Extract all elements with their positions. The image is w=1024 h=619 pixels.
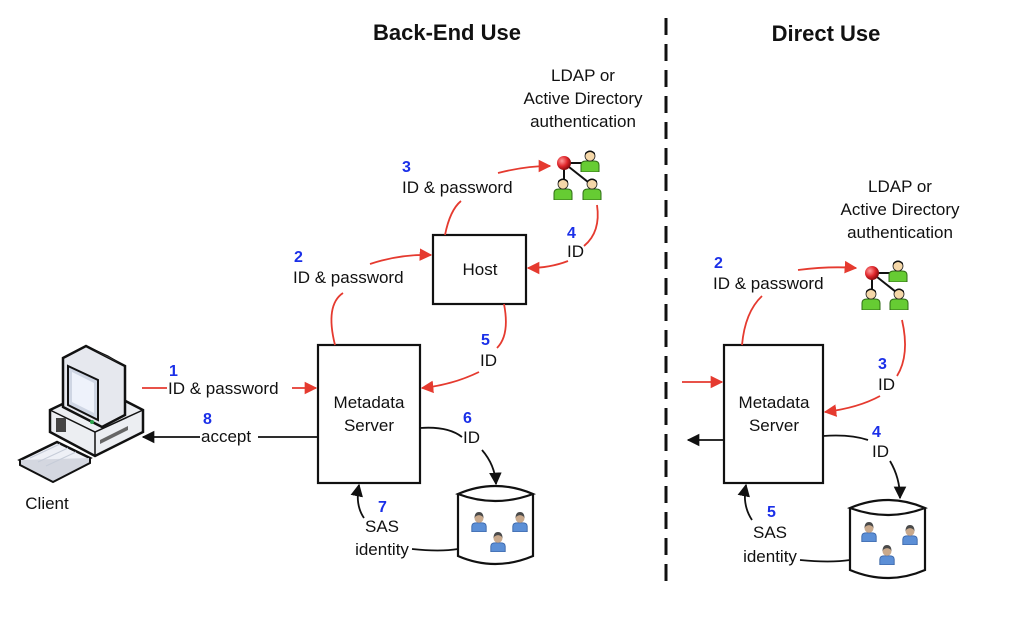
- step3-arrow-head: [497, 159, 552, 174]
- step6-number: 6: [463, 410, 472, 427]
- identity-database-icon: [847, 498, 928, 580]
- direct-step2-arrow-tail: [741, 295, 763, 346]
- direct-section-title: Direct Use: [772, 21, 881, 46]
- direct-step3-label: ID: [878, 375, 895, 394]
- ldap-users-icon: [861, 260, 909, 310]
- step5-arrow-tail: [496, 303, 507, 349]
- direct-metadata-server-box: [722, 343, 825, 485]
- direct-step5-label-2: identity: [743, 547, 797, 566]
- direct-ldap-label-3: authentication: [847, 223, 953, 242]
- backend-section-title: Back-End Use: [373, 20, 521, 45]
- step6-label: ID: [463, 428, 480, 447]
- step6-arrow-tail: [419, 426, 463, 438]
- step2-number: 2: [294, 249, 303, 266]
- step4-number: 4: [567, 225, 576, 242]
- step4-label: ID: [567, 242, 584, 261]
- direct-step4-number: 4: [872, 424, 881, 441]
- host-box: [431, 233, 528, 306]
- step7-arrow-tail: [411, 548, 459, 552]
- step7-label-1: SAS: [365, 517, 399, 536]
- direct-step3-number: 3: [878, 356, 887, 373]
- backend-ldap-label-2: Active Directory: [523, 89, 643, 108]
- step8-label: accept: [201, 427, 251, 446]
- direct-step3-arrow-tail: [896, 319, 906, 377]
- step4-arrow-head: [526, 260, 569, 275]
- direct-step3-arrow-head: [823, 395, 881, 417]
- step7-number: 7: [378, 499, 387, 516]
- step3-label: ID & password: [402, 178, 513, 197]
- step6-arrow-head: [481, 449, 502, 486]
- step5-arrow-head: [420, 371, 480, 394]
- direct-step4-arrow-head: [889, 460, 907, 500]
- direct-step4-label: ID: [872, 442, 889, 461]
- backend-metadata-server-label-2: Server: [344, 416, 394, 435]
- direct-metadata-server-label-1: Metadata: [739, 393, 810, 412]
- direct-step2-arrow-head: [797, 260, 858, 274]
- backend-ldap-label-1: LDAP or: [551, 66, 615, 85]
- direct-step2-label: ID & password: [713, 274, 824, 293]
- host-label: Host: [463, 260, 498, 279]
- identity-database-icon: [455, 484, 536, 566]
- direct-step2-number: 2: [714, 255, 723, 272]
- step3-number: 3: [402, 159, 411, 176]
- desktop-computer-icon: [17, 344, 145, 484]
- direct-step5-arrow-head: [737, 483, 753, 521]
- direct-step5-number: 5: [767, 504, 776, 521]
- step8-number: 8: [203, 411, 212, 428]
- step1-number: 1: [169, 363, 178, 380]
- backend-ldap-label-3: authentication: [530, 112, 636, 131]
- step2-arrow-head: [369, 248, 433, 265]
- direct-ldap-label-1: LDAP or: [868, 177, 932, 196]
- client-label: Client: [25, 494, 69, 513]
- direct-ldap-label-2: Active Directory: [840, 200, 960, 219]
- backend-metadata-server-label-1: Metadata: [334, 393, 405, 412]
- step2-label: ID & password: [293, 268, 404, 287]
- direct-step5-arrow-tail: [799, 559, 851, 563]
- step1-label: ID & password: [168, 379, 279, 398]
- backend-metadata-server-box: [316, 343, 422, 485]
- step5-number: 5: [481, 332, 490, 349]
- step5-label: ID: [480, 351, 497, 370]
- direct-step5-label-1: SAS: [753, 523, 787, 542]
- step2-arrow-tail: [330, 292, 344, 346]
- ldap-users-icon: [553, 150, 602, 200]
- step3-arrow-tail: [444, 200, 462, 236]
- step7-arrow-head: [350, 483, 365, 519]
- step7-label-2: identity: [355, 540, 409, 559]
- direct-step4-arrow-tail: [822, 434, 869, 441]
- direct-metadata-server-label-2: Server: [749, 416, 799, 435]
- step4-arrow-tail: [583, 204, 599, 247]
